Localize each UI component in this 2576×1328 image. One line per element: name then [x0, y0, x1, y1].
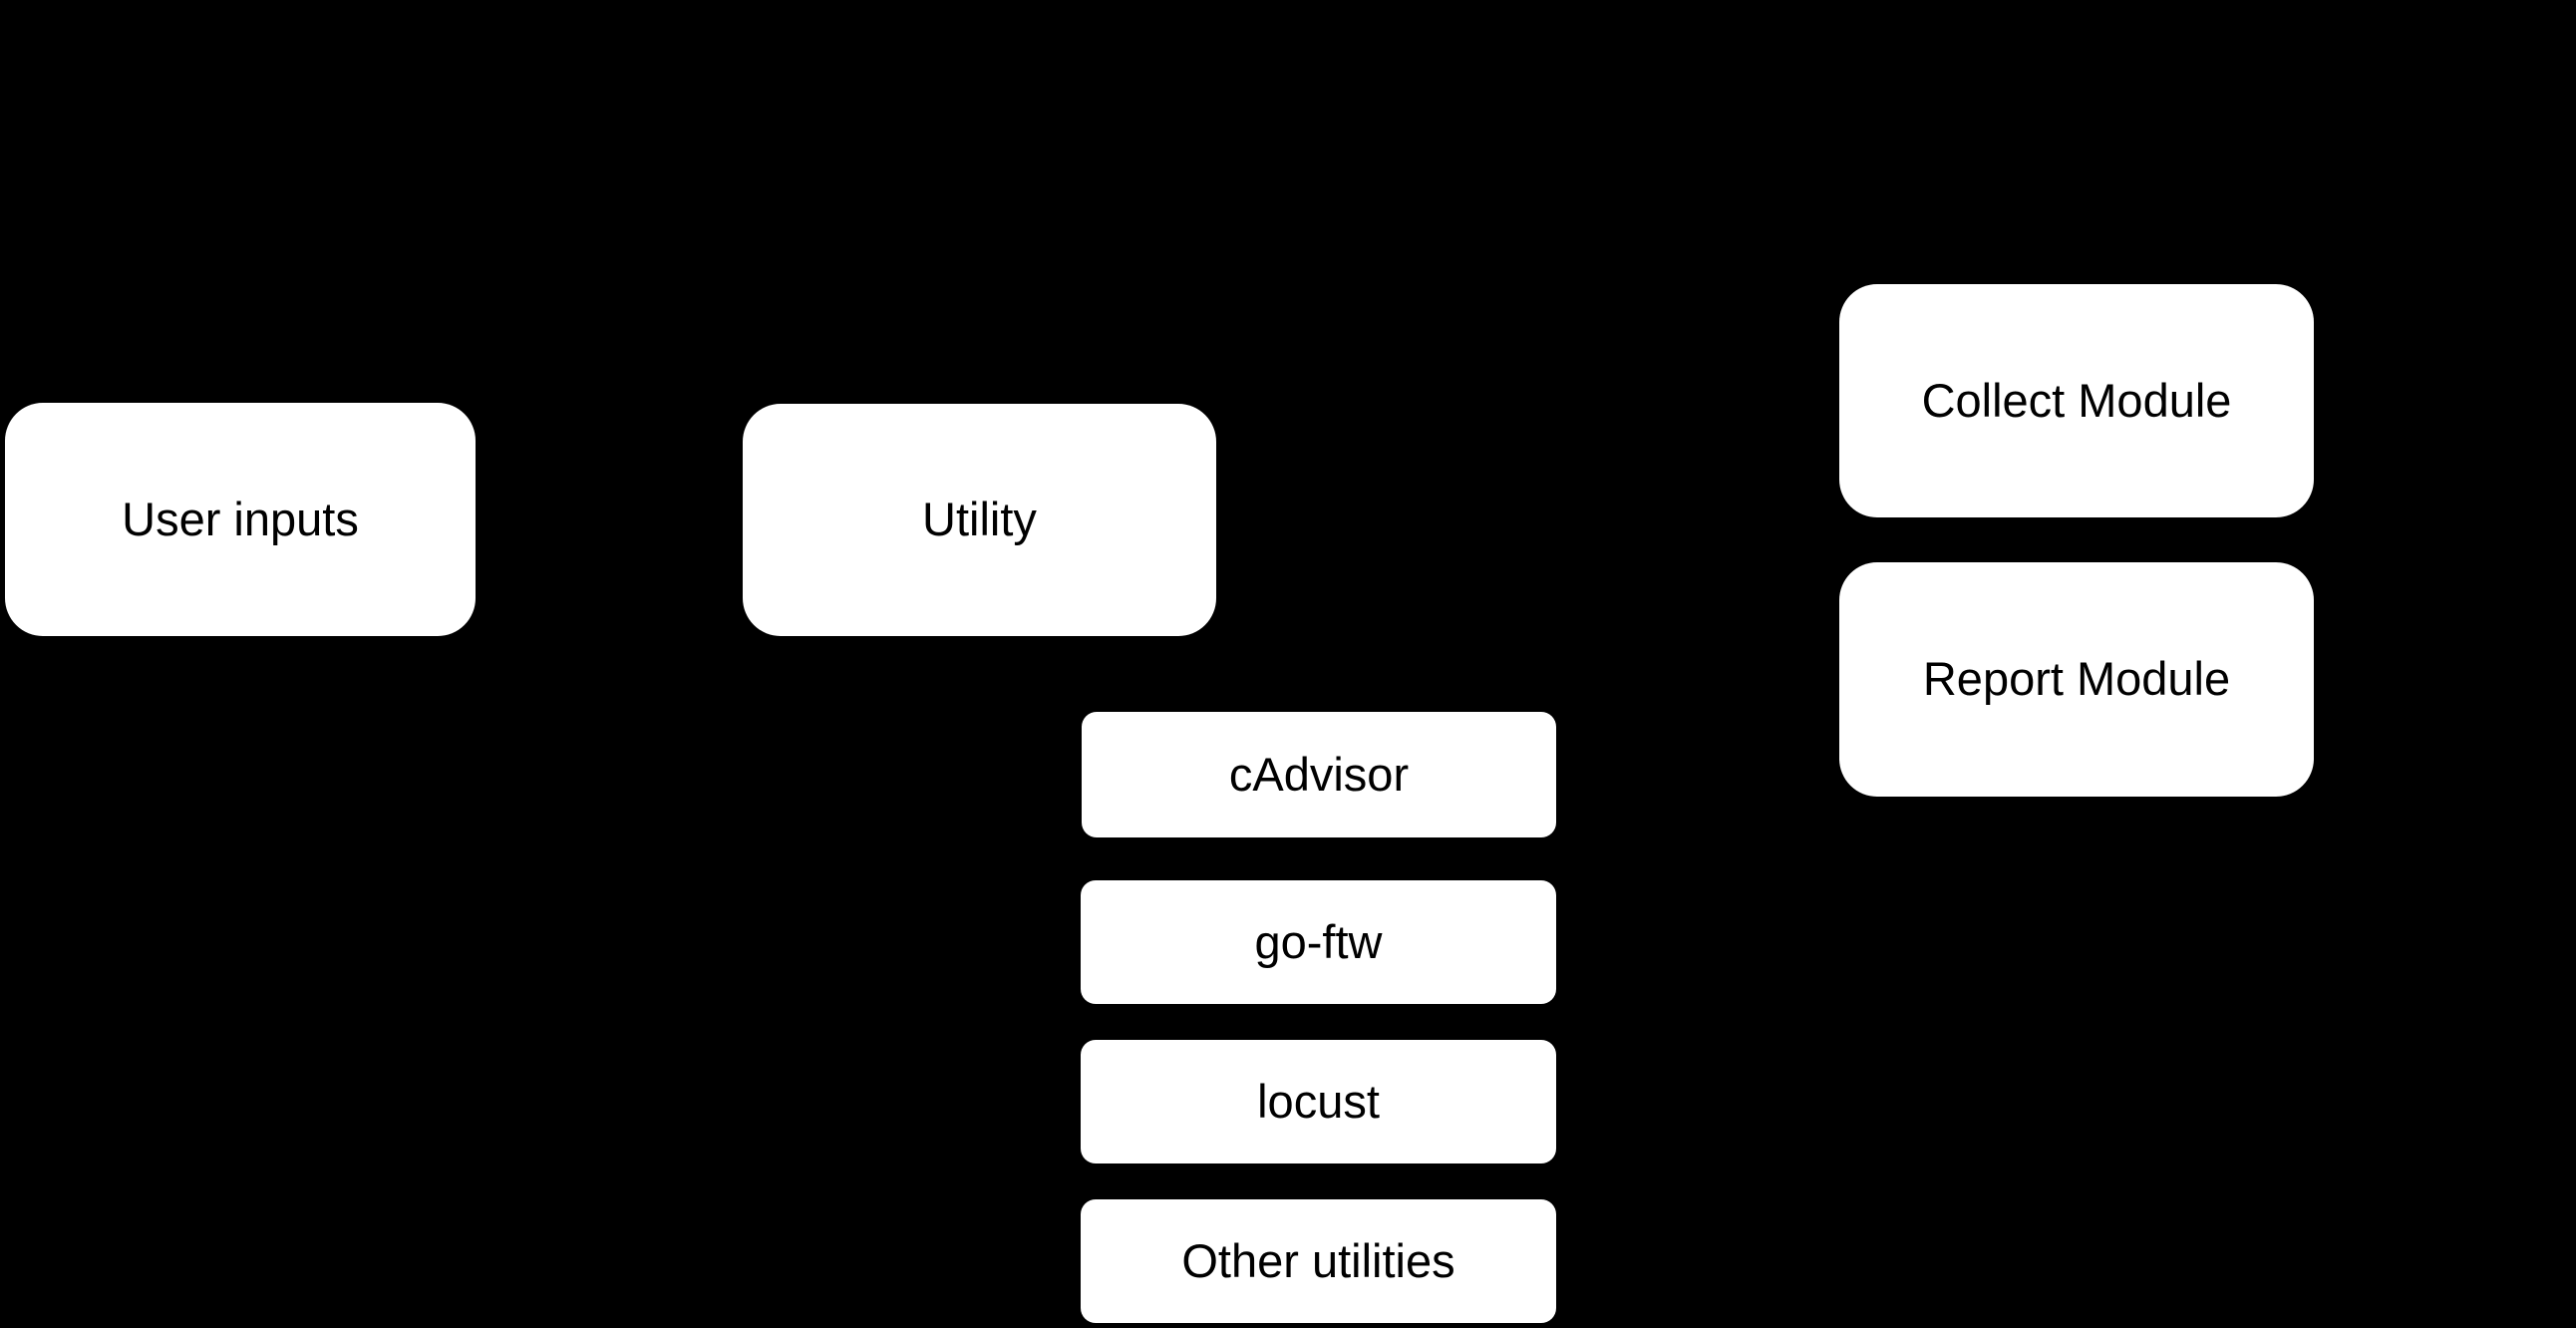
node-user-inputs: User inputs — [5, 403, 476, 636]
node-locust-label: locust — [1257, 1074, 1380, 1128]
node-utility-label: Utility — [922, 493, 1037, 546]
node-user-inputs-label: User inputs — [122, 492, 359, 545]
node-other-utilities-label: Other utilities — [1181, 1233, 1455, 1287]
node-go-ftw: go-ftw — [1081, 880, 1556, 1004]
node-utility: Utility — [743, 404, 1216, 636]
node-report-module: Report Module — [1839, 562, 2314, 797]
node-cadvisor-label: cAdvisor — [1228, 747, 1410, 801]
node-cadvisor: cAdvisor — [1082, 712, 1556, 837]
node-collect-module-label: Collect Module — [1921, 373, 2232, 427]
node-go-ftw-label: go-ftw — [1254, 914, 1383, 968]
node-report-module-label: Report Module — [1922, 652, 2231, 706]
node-other-utilities: Other utilities — [1081, 1199, 1556, 1323]
node-collect-module: Collect Module — [1839, 284, 2314, 517]
node-locust: locust — [1081, 1040, 1556, 1163]
